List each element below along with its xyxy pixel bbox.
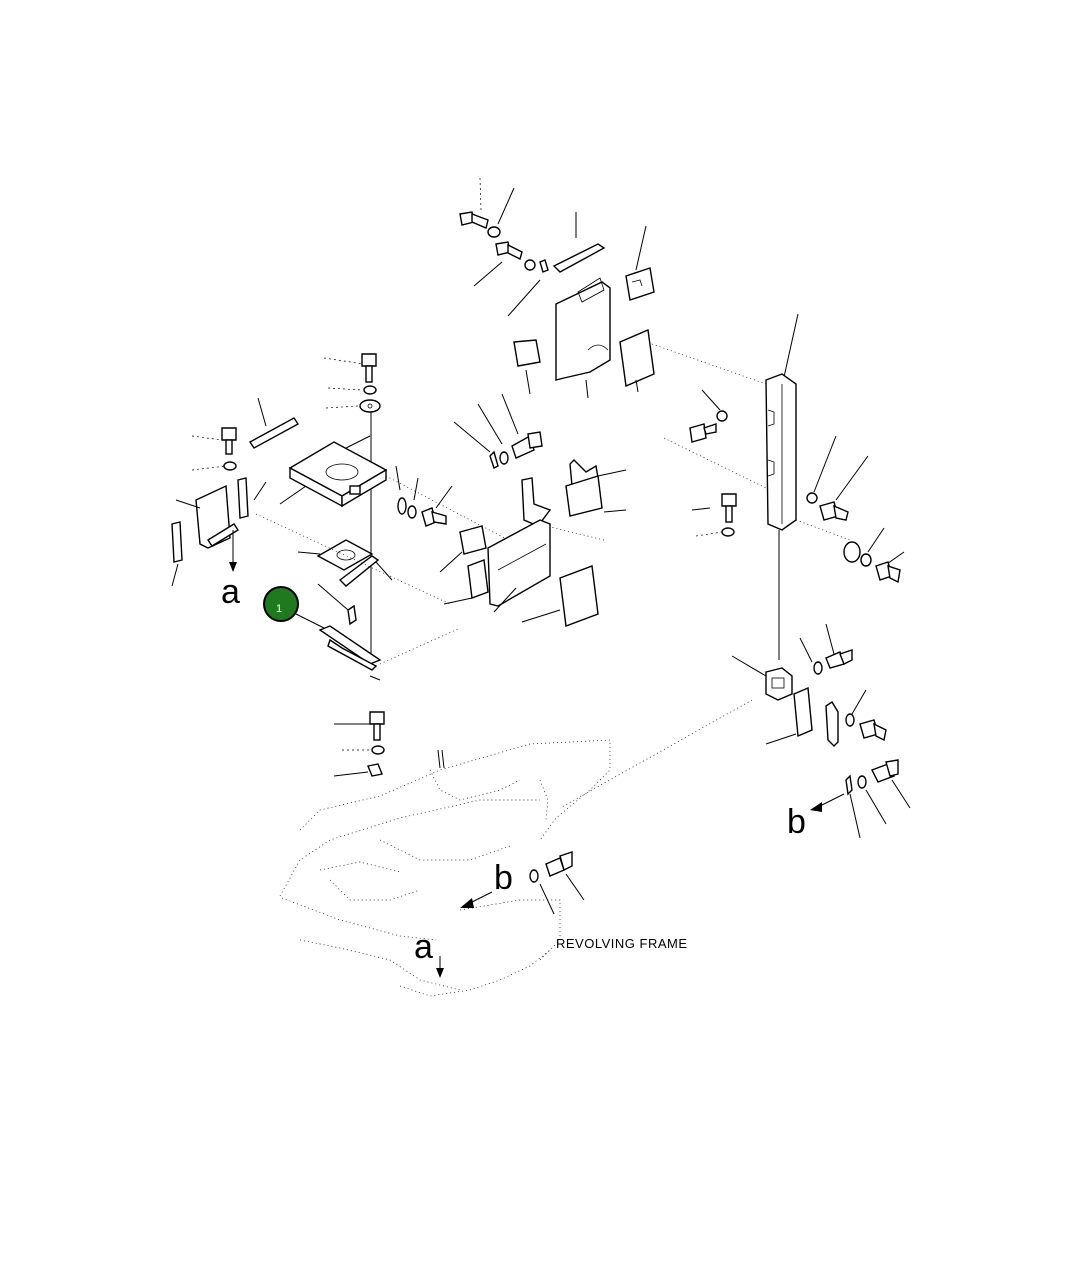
top-cluster	[459, 177, 655, 399]
callout-1[interactable]: 1	[263, 586, 325, 629]
reference-label-a-top: a	[221, 573, 240, 611]
center-cluster	[439, 393, 627, 627]
reference-label-b-bottom: b	[494, 859, 513, 897]
revolving-frame-sketch	[279, 739, 611, 997]
revolving-frame-label: REVOLVING FRAME	[556, 936, 688, 951]
left-cluster	[171, 353, 521, 681]
callout-marker[interactable]	[263, 586, 299, 622]
reference-label-a-bottom: a	[414, 928, 433, 966]
right-cluster	[559, 313, 911, 839]
bottom-bolt-stack	[333, 711, 385, 777]
reference-label-b-right: b	[787, 803, 806, 841]
callout-number: 1	[276, 603, 282, 615]
